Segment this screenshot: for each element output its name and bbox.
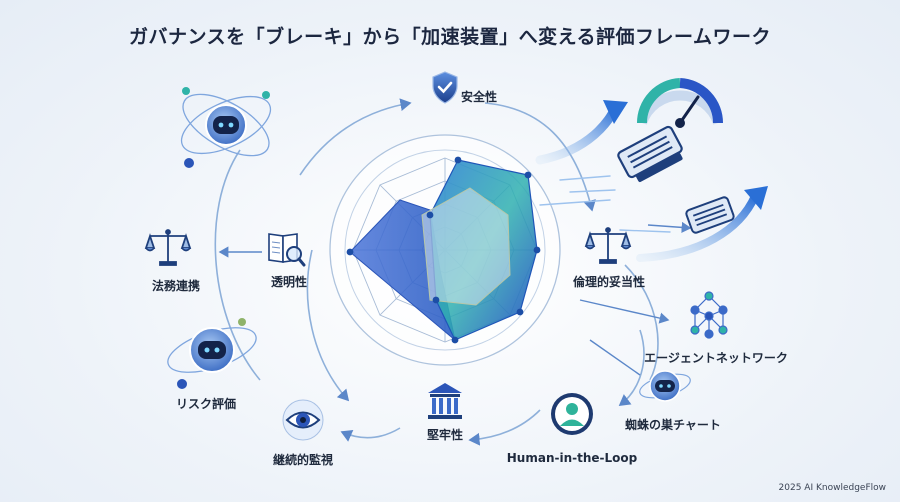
arrow-to-robot — [589, 339, 641, 376]
label-hitl: Human-in-the-Loop — [506, 451, 638, 465]
flow-arc-outer-right — [624, 264, 659, 381]
speed-streaks — [539, 175, 671, 233]
label-risk: リスク評価 — [175, 397, 237, 411]
flow-rings — [214, 98, 659, 446]
label-legal: 法務連携 — [151, 279, 201, 293]
pedal-icon-top — [617, 125, 683, 182]
label-monitoring: 継続的監視 — [272, 453, 334, 467]
flow-arc-bottom-right — [468, 409, 541, 446]
label-spider-chart: 蜘蛛の巣チャート — [625, 418, 721, 432]
arrow-to-agent-network — [579, 299, 670, 324]
radar-vertex-1 — [454, 156, 462, 164]
network-graph-icon — [690, 291, 728, 339]
arrow-to-pedal — [647, 221, 692, 233]
accelerate-arrow-bottom-head — [744, 186, 768, 210]
speedometer-icon — [636, 78, 724, 128]
flow-arc-top-right — [484, 102, 596, 212]
label-ethics: 倫理的妥当性 — [572, 275, 646, 289]
flow-arc-left-down — [306, 249, 350, 402]
human-avatar-icon — [551, 393, 593, 435]
radar-vertex-2 — [524, 171, 532, 179]
eye-icon — [282, 399, 324, 441]
radar-vertex-5 — [451, 336, 459, 344]
flow-arc-top-left — [299, 98, 412, 176]
robot-orbit-icon-top — [180, 87, 272, 168]
radar-inner-hexagon — [421, 187, 511, 306]
flow-arc-bottom-left — [340, 427, 401, 442]
radar-vertex-6 — [432, 296, 440, 304]
label-safety: 安全性 — [460, 90, 498, 104]
radar-vertex-3 — [533, 246, 541, 254]
radar-chart — [329, 134, 561, 366]
robot-orbit-icon-bottom — [167, 318, 257, 389]
radar-vertex-4 — [516, 308, 524, 316]
label-robustness: 堅牢性 — [426, 428, 464, 442]
book-magnifier-icon — [268, 233, 306, 267]
connectors — [218, 221, 692, 376]
page-title: ガバナンスを「ブレーキ」から「加速装置」へ変える評価フレームワーク — [129, 26, 771, 48]
pedal-icon-bottom — [685, 196, 735, 234]
robot-icon-right — [639, 370, 691, 402]
flow-arc-right-up — [618, 329, 645, 406]
label-transparency: 透明性 — [270, 275, 308, 289]
accelerate-arrow-top — [535, 103, 620, 165]
credit-text: 2025 AI KnowledgeFlow — [778, 483, 886, 493]
label-agent-network: エージェントネットワーク — [644, 351, 788, 365]
radar-vertex-7 — [426, 211, 434, 219]
radar-vertex-8 — [346, 248, 354, 256]
accelerate-arrow-top-head — [603, 100, 628, 124]
radar-circle-2 — [344, 149, 546, 351]
shield-icon — [432, 71, 458, 104]
building-pillars-icon — [428, 383, 462, 419]
accelerate-arrow-bottom — [636, 192, 759, 262]
scales-icon-legal — [144, 229, 192, 266]
scales-icon-ethics — [584, 227, 632, 264]
